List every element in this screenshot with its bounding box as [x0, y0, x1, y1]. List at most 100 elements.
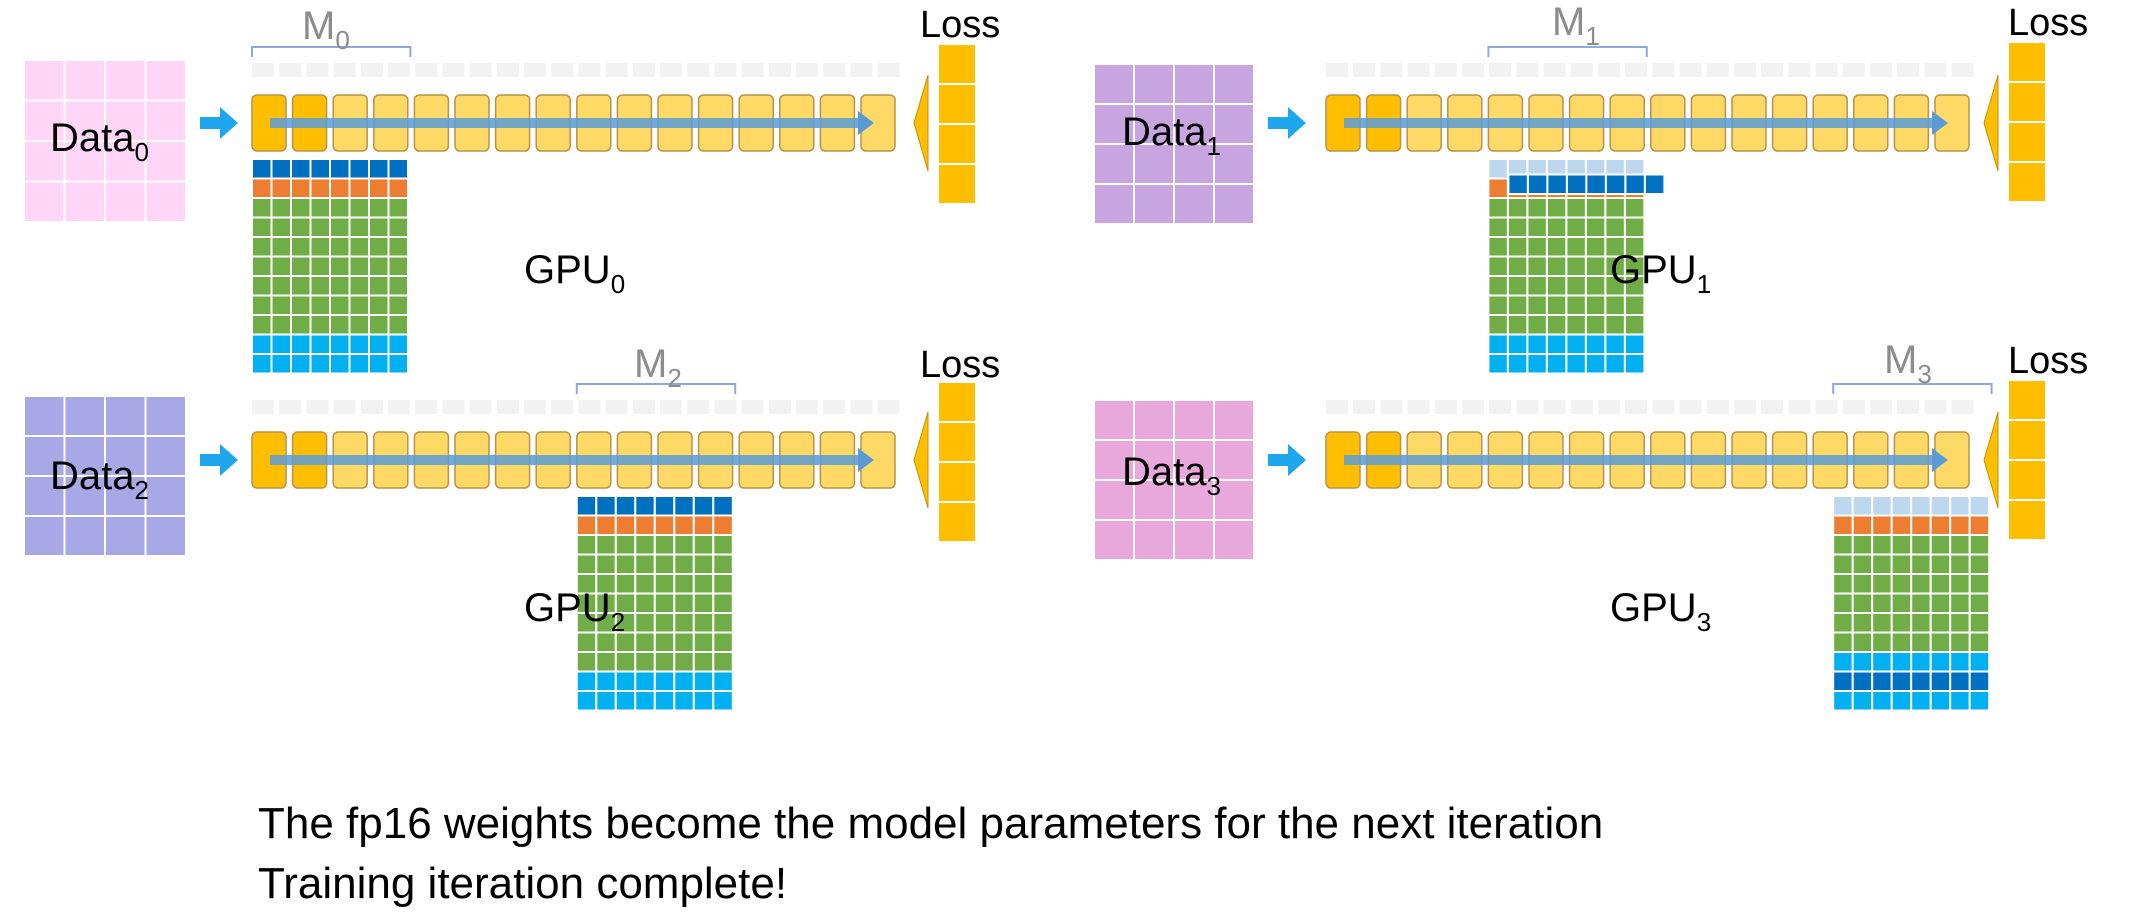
state-cell [348, 333, 370, 355]
placeholder-cell [1326, 400, 1348, 414]
data-cell [144, 475, 187, 517]
state-cell [368, 353, 390, 375]
state-cell [634, 534, 656, 556]
state-cell [673, 553, 695, 575]
state-cell [614, 670, 637, 692]
state-cell [1832, 612, 1854, 634]
m-label-2: M2 [634, 344, 682, 391]
state-cell [653, 553, 676, 575]
loss-cell [2007, 419, 2047, 461]
state-cell [692, 592, 715, 614]
placeholder-cell [632, 63, 655, 77]
state-cell [309, 236, 331, 258]
state-cell [1949, 514, 1971, 536]
gpu-sub-1: 1 [1696, 269, 1712, 299]
state-cell [329, 197, 351, 219]
data-cell [1093, 63, 1135, 105]
data-cell [1173, 183, 1215, 225]
state-cell [692, 514, 715, 536]
loss-cell [937, 43, 977, 85]
state-cell [368, 158, 390, 180]
state-cell [1487, 197, 1509, 219]
state-cell [1871, 495, 1893, 517]
state-cell [270, 314, 292, 336]
state-cell [712, 495, 734, 517]
placeholder-cell [823, 63, 846, 77]
placeholder-cell [741, 63, 764, 77]
state-cell [309, 158, 331, 180]
state-cell [309, 314, 331, 336]
data-cell [1173, 399, 1215, 441]
data-cell [23, 515, 66, 557]
state-cell [1604, 216, 1626, 238]
placeholder-cell [1951, 63, 1974, 77]
state-cell [1604, 353, 1626, 375]
placeholder-cell [1788, 63, 1811, 77]
placeholder-cell [1489, 63, 1512, 77]
state-cell [270, 353, 292, 375]
caption-line-2: Training iteration complete! [258, 859, 788, 908]
state-cell [309, 275, 331, 297]
placeholder-cell [388, 63, 410, 77]
state-cell [575, 514, 598, 536]
state-cell [1968, 612, 1991, 634]
placeholder-cell [415, 400, 438, 414]
state-cell [614, 514, 637, 536]
flow-arrow-shaft [1344, 118, 1934, 128]
state-cell [290, 216, 312, 238]
data-sub-2: 2 [134, 475, 149, 505]
state-cell [1584, 294, 1607, 316]
data-cell [23, 59, 66, 102]
placeholder-cell [333, 63, 356, 77]
state-cell [329, 333, 351, 355]
state-cell [614, 690, 637, 712]
state-cell [673, 690, 695, 712]
placeholder-cell [1353, 63, 1376, 77]
state-cell [1565, 333, 1587, 355]
state-cell [329, 255, 351, 277]
data-cell [1093, 399, 1135, 441]
state-cell [653, 670, 676, 692]
state-cell [348, 294, 370, 316]
state-cell [1584, 216, 1607, 238]
data-cell [144, 515, 187, 557]
placeholder-cell [1734, 63, 1756, 77]
state-cell [1487, 216, 1509, 238]
state-cell [653, 631, 676, 653]
state-cell [692, 631, 715, 653]
state-cell [1851, 592, 1874, 614]
state-cell [1890, 670, 1913, 692]
state-cell [1949, 631, 1971, 653]
state-cell [1526, 333, 1548, 355]
state-cell [692, 495, 715, 517]
state-cell [653, 612, 676, 634]
gpu-label-1: GPU1 [1610, 250, 1711, 297]
gpu-text-2: GPU [524, 586, 611, 630]
state-cell [1890, 690, 1913, 712]
fp16-shifted-cell [1585, 173, 1607, 195]
loss-cell [937, 123, 977, 165]
state-cell [1890, 612, 1913, 634]
state-cell [1929, 514, 1952, 536]
state-cell [290, 294, 312, 316]
state-cell [1487, 314, 1509, 336]
state-cell [1526, 353, 1548, 375]
state-cell [348, 255, 370, 277]
state-cell [348, 177, 370, 199]
state-cell [673, 670, 695, 692]
state-cell [1832, 631, 1854, 653]
m-sub-3: 3 [1917, 359, 1932, 389]
state-cell [329, 275, 351, 297]
state-cell [1968, 495, 1991, 517]
state-cell [1851, 573, 1874, 595]
placeholder-cell [687, 400, 710, 414]
state-cell [692, 534, 715, 556]
placeholder-cell [850, 400, 873, 414]
state-cell [1526, 197, 1548, 219]
state-cell [634, 514, 656, 536]
placeholder-cell [714, 400, 737, 414]
loss-cell [937, 163, 977, 205]
placeholder-cell [1543, 400, 1566, 414]
placeholder-cell [524, 400, 546, 414]
data-cell [104, 59, 147, 102]
